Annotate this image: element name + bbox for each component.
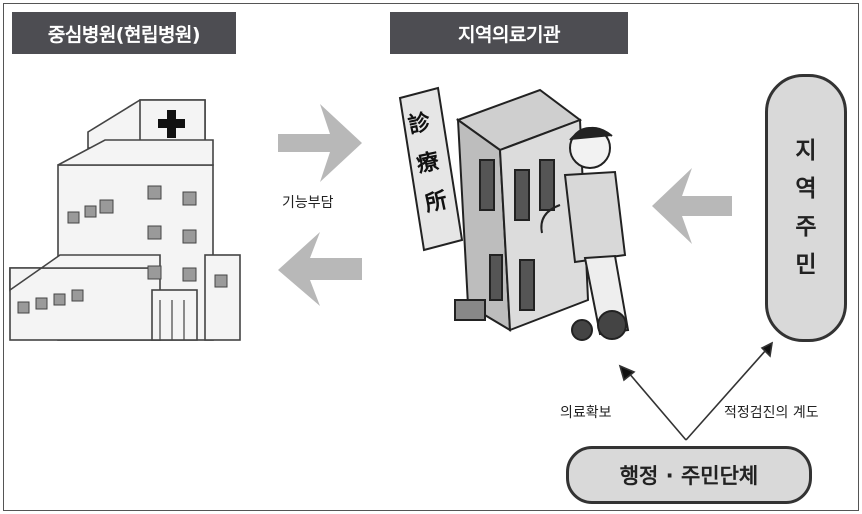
header-central-hospital: 중심병원(현립병원): [12, 12, 236, 54]
residents-char: 지: [795, 138, 817, 164]
label-function-share: 기능부담: [282, 195, 334, 211]
arrow-checkup-icon: [685, 349, 767, 441]
label-checkup-enlighten: 적정검진의 계도: [724, 405, 819, 421]
hospital-cross-icon: [158, 110, 185, 138]
header-local-clinic: 지역의료기관: [390, 12, 628, 54]
residents-char: 역: [795, 176, 817, 202]
admin-group-box: 행정 · 주민단체: [566, 446, 812, 504]
hospital-windows: [17, 185, 228, 314]
clinic-building-icon: [398, 86, 590, 332]
doctor-figure-icon: [540, 127, 630, 341]
arrow-from-residents-icon: [652, 168, 732, 244]
hospital-building-icon: [9, 99, 241, 341]
arrow-to-hospital-icon: [278, 232, 362, 306]
residents-char: 주: [795, 214, 817, 240]
residents-box: 지 역 주 민: [765, 74, 847, 342]
clinic-sign-char: 所: [422, 188, 450, 218]
arrow-medical-secure-icon: [627, 371, 687, 441]
arrow-to-clinic-icon: [278, 104, 362, 182]
residents-char: 민: [795, 252, 817, 278]
label-medical-secure: 의료확보: [560, 405, 612, 421]
